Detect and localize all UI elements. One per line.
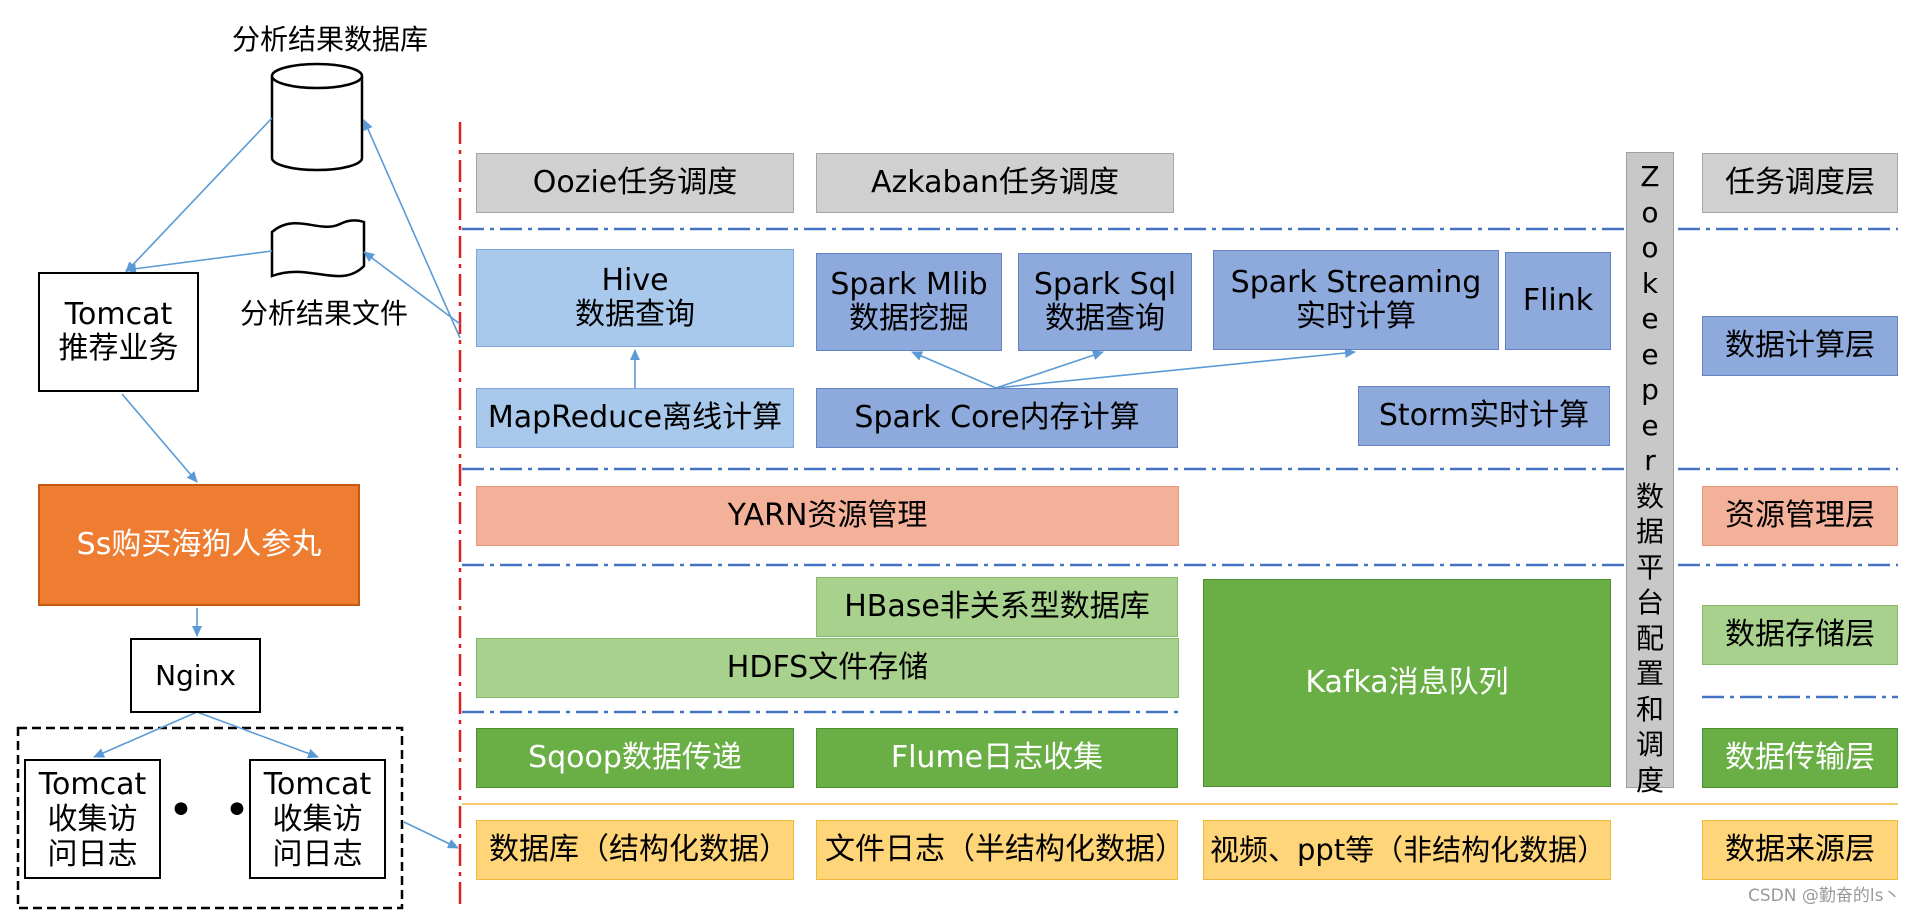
source-video-box: 视频、ppt等（非结构化数据）: [1203, 820, 1611, 880]
tomcat-recommend-line1: Tomcat: [64, 297, 173, 332]
flink-box: Flink: [1505, 252, 1611, 350]
azkaban-box: Azkaban任务调度: [816, 153, 1174, 213]
hive-line2: 数据查询: [575, 297, 695, 332]
spark-sql-box: Spark Sql 数据查询: [1018, 253, 1192, 351]
mapreduce-label: MapReduce离线计算: [487, 400, 783, 435]
ss-buy-box: Ss购买海狗人参丸: [38, 484, 360, 606]
zk-char: 数: [1635, 479, 1664, 513]
hbase-label: HBase非关系型数据库: [844, 589, 1150, 624]
spark-core-box: Spark Core内存计算: [816, 388, 1178, 448]
spark-sql-line1: Spark Sql: [1033, 267, 1177, 302]
ss-buy-label: Ss购买海狗人参丸: [76, 527, 322, 562]
tomcat-log-2-line1: Tomcat: [263, 766, 372, 802]
zk-char: k: [1641, 266, 1659, 300]
tomcat-log-2-line3: 问日志: [272, 836, 363, 872]
layer-label-resource: 资源管理层: [1702, 486, 1898, 546]
hdfs-label: HDFS文件存储: [726, 650, 929, 685]
watermark: CSDN @勤奋的ls丶: [1748, 886, 1901, 906]
tomcat-recommend-line2: 推荐业务: [58, 331, 179, 366]
mapreduce-box: MapReduce离线计算: [476, 388, 794, 448]
flink-label: Flink: [1522, 283, 1594, 318]
zk-char: e: [1641, 337, 1659, 371]
spark-mlib-box: Spark Mlib 数据挖掘: [816, 253, 1002, 351]
storm-box: Storm实时计算: [1358, 386, 1610, 446]
file-icon: [270, 219, 366, 278]
azkaban-label: Azkaban任务调度: [871, 165, 1119, 200]
oozie-label: Oozie任务调度: [532, 165, 738, 200]
zk-char: o: [1641, 195, 1659, 229]
source-video-label: 视频、ppt等（非结构化数据）: [1210, 833, 1607, 867]
spark-sql-line2: 数据查询: [1045, 301, 1165, 336]
layer-label-source: 数据来源层: [1702, 820, 1898, 880]
yarn-label: YARN资源管理: [727, 498, 928, 533]
layer-label-transport: 数据传输层: [1702, 728, 1898, 788]
oozie-box: Oozie任务调度: [476, 153, 794, 213]
layer-source-text: 数据来源层: [1725, 832, 1875, 867]
hdfs-box: HDFS文件存储: [476, 638, 1179, 698]
zookeeper-bar: Z o o k e e p e r 数 据 平 台 配 置 和 调 度: [1626, 152, 1674, 797]
source-log-label: 文件日志（半结构化数据）: [825, 832, 1185, 867]
spark-streaming-box: Spark Streaming 实时计算: [1213, 250, 1499, 350]
yarn-box: YARN资源管理: [476, 486, 1179, 546]
zk-char: e: [1641, 408, 1659, 442]
layer-schedule-text: 任务调度层: [1725, 165, 1875, 200]
zk-char: 置: [1635, 657, 1664, 690]
layer-label-compute: 数据计算层: [1702, 316, 1898, 376]
spark-streaming-line1: Spark Streaming: [1230, 265, 1482, 300]
layer-compute-text: 数据计算层: [1725, 328, 1875, 363]
source-db-label: 数据库（结构化数据）: [489, 832, 789, 867]
layer-storage-text: 数据存储层: [1725, 617, 1875, 652]
layer-label-storage: 数据存储层: [1702, 605, 1898, 665]
flume-box: Flume日志收集: [816, 728, 1178, 788]
tomcat-log-1-line3: 问日志: [47, 836, 138, 872]
spark-mlib-line1: Spark Mlib: [830, 267, 988, 302]
zk-char: 和: [1635, 692, 1664, 726]
nginx-label: Nginx: [155, 658, 236, 692]
layer-resource-text: 资源管理层: [1725, 498, 1875, 533]
spark-streaming-line2: 实时计算: [1296, 299, 1416, 334]
flow-arrows: [93, 117, 1356, 849]
spark-core-label: Spark Core内存计算: [854, 400, 1140, 435]
tomcat-log-1-line1: Tomcat: [38, 766, 147, 802]
tomcat-log-2-line2: 收集访: [272, 801, 363, 837]
hbase-box: HBase非关系型数据库: [816, 577, 1178, 637]
layer-transport-text: 数据传输层: [1725, 740, 1875, 775]
zk-char: 据: [1635, 515, 1664, 548]
spark-mlib-line2: 数据挖掘: [849, 301, 969, 336]
tomcat-log-box-2: Tomcat 收集访 问日志: [249, 759, 386, 879]
tomcat-log-1-line2: 收集访: [47, 801, 138, 837]
zk-char: 台: [1635, 586, 1664, 619]
hive-line1: Hive: [601, 263, 669, 298]
layer-label-schedule: 任务调度层: [1702, 153, 1898, 213]
collector-group: [16, 726, 404, 910]
zk-char: p: [1641, 373, 1659, 406]
zk-char: 度: [1635, 763, 1664, 797]
zk-char: 平: [1635, 550, 1664, 584]
nginx-box: Nginx: [130, 638, 261, 713]
zk-char: r: [1644, 444, 1656, 477]
tomcat-log-box-1: Tomcat 收集访 问日志: [24, 759, 161, 879]
analysis-file-label: 分析结果文件: [240, 297, 409, 330]
kafka-box: Kafka消息队列: [1203, 579, 1611, 787]
flume-label: Flume日志收集: [890, 740, 1104, 775]
zk-char: o: [1641, 231, 1659, 264]
analysis-db-label: 分析结果数据库: [232, 23, 429, 56]
zk-char: 配: [1635, 621, 1664, 655]
storm-label: Storm实时计算: [1378, 398, 1590, 433]
zk-char: Z: [1640, 160, 1660, 193]
kafka-label: Kafka消息队列: [1305, 665, 1509, 700]
hive-box: Hive 数据查询: [476, 249, 794, 347]
zk-char: e: [1641, 302, 1659, 335]
source-log-box: 文件日志（半结构化数据）: [816, 820, 1185, 880]
tomcat-recommend-box: Tomcat 推荐业务: [38, 272, 199, 392]
zk-char: 调: [1635, 728, 1664, 761]
sqoop-box: Sqoop数据传递: [476, 728, 794, 788]
sqoop-label: Sqoop数据传递: [528, 740, 742, 775]
source-db-box: 数据库（结构化数据）: [476, 820, 794, 880]
database-icon: [270, 62, 364, 172]
